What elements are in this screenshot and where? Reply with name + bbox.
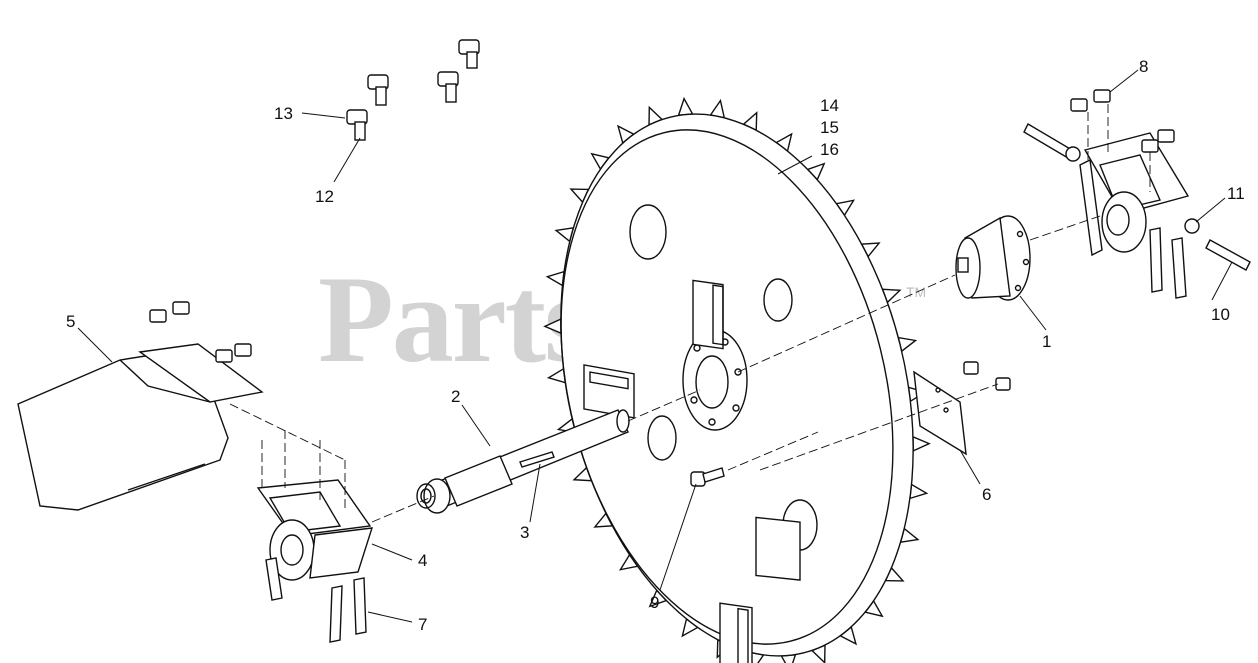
callout-14: 14 bbox=[820, 96, 839, 115]
right-bearing-block bbox=[1023, 89, 1251, 299]
callout-15: 15 bbox=[820, 118, 839, 137]
sprocket-tooth bbox=[677, 96, 694, 117]
sprocket-tooth bbox=[909, 483, 929, 500]
callout-13: 13 bbox=[274, 104, 293, 123]
shaft-key bbox=[519, 451, 555, 468]
hub-coupling bbox=[955, 215, 1031, 301]
callout-16: 16 bbox=[820, 140, 839, 159]
axle-shaft bbox=[416, 409, 630, 514]
callout-12: 12 bbox=[315, 187, 334, 206]
deflector-plate bbox=[17, 301, 264, 511]
callout-9: 9 bbox=[650, 593, 660, 612]
callout-4: 4 bbox=[418, 551, 428, 570]
sprocket-tooth bbox=[546, 367, 567, 384]
alignment-lines bbox=[229, 104, 1151, 523]
leader-lines bbox=[77, 69, 1233, 623]
callout-8: 8 bbox=[1139, 57, 1149, 76]
sprocket-wheel bbox=[543, 96, 931, 663]
sprocket-tooth bbox=[912, 435, 931, 452]
loose-bolts bbox=[346, 39, 725, 487]
callout-5: 5 bbox=[66, 312, 76, 331]
callout-11: 11 bbox=[1227, 184, 1245, 203]
callout-2: 2 bbox=[451, 387, 461, 406]
callout-3: 3 bbox=[520, 523, 530, 542]
callout-1: 1 bbox=[1042, 332, 1052, 351]
scraper-plate bbox=[913, 361, 1011, 456]
callout-10: 10 bbox=[1211, 305, 1230, 324]
left-bearing-block bbox=[256, 479, 373, 643]
callout-7: 7 bbox=[418, 615, 428, 634]
callout-6: 6 bbox=[982, 485, 992, 504]
sprocket-tooth bbox=[545, 270, 565, 287]
sprocket-tooth bbox=[543, 318, 562, 335]
